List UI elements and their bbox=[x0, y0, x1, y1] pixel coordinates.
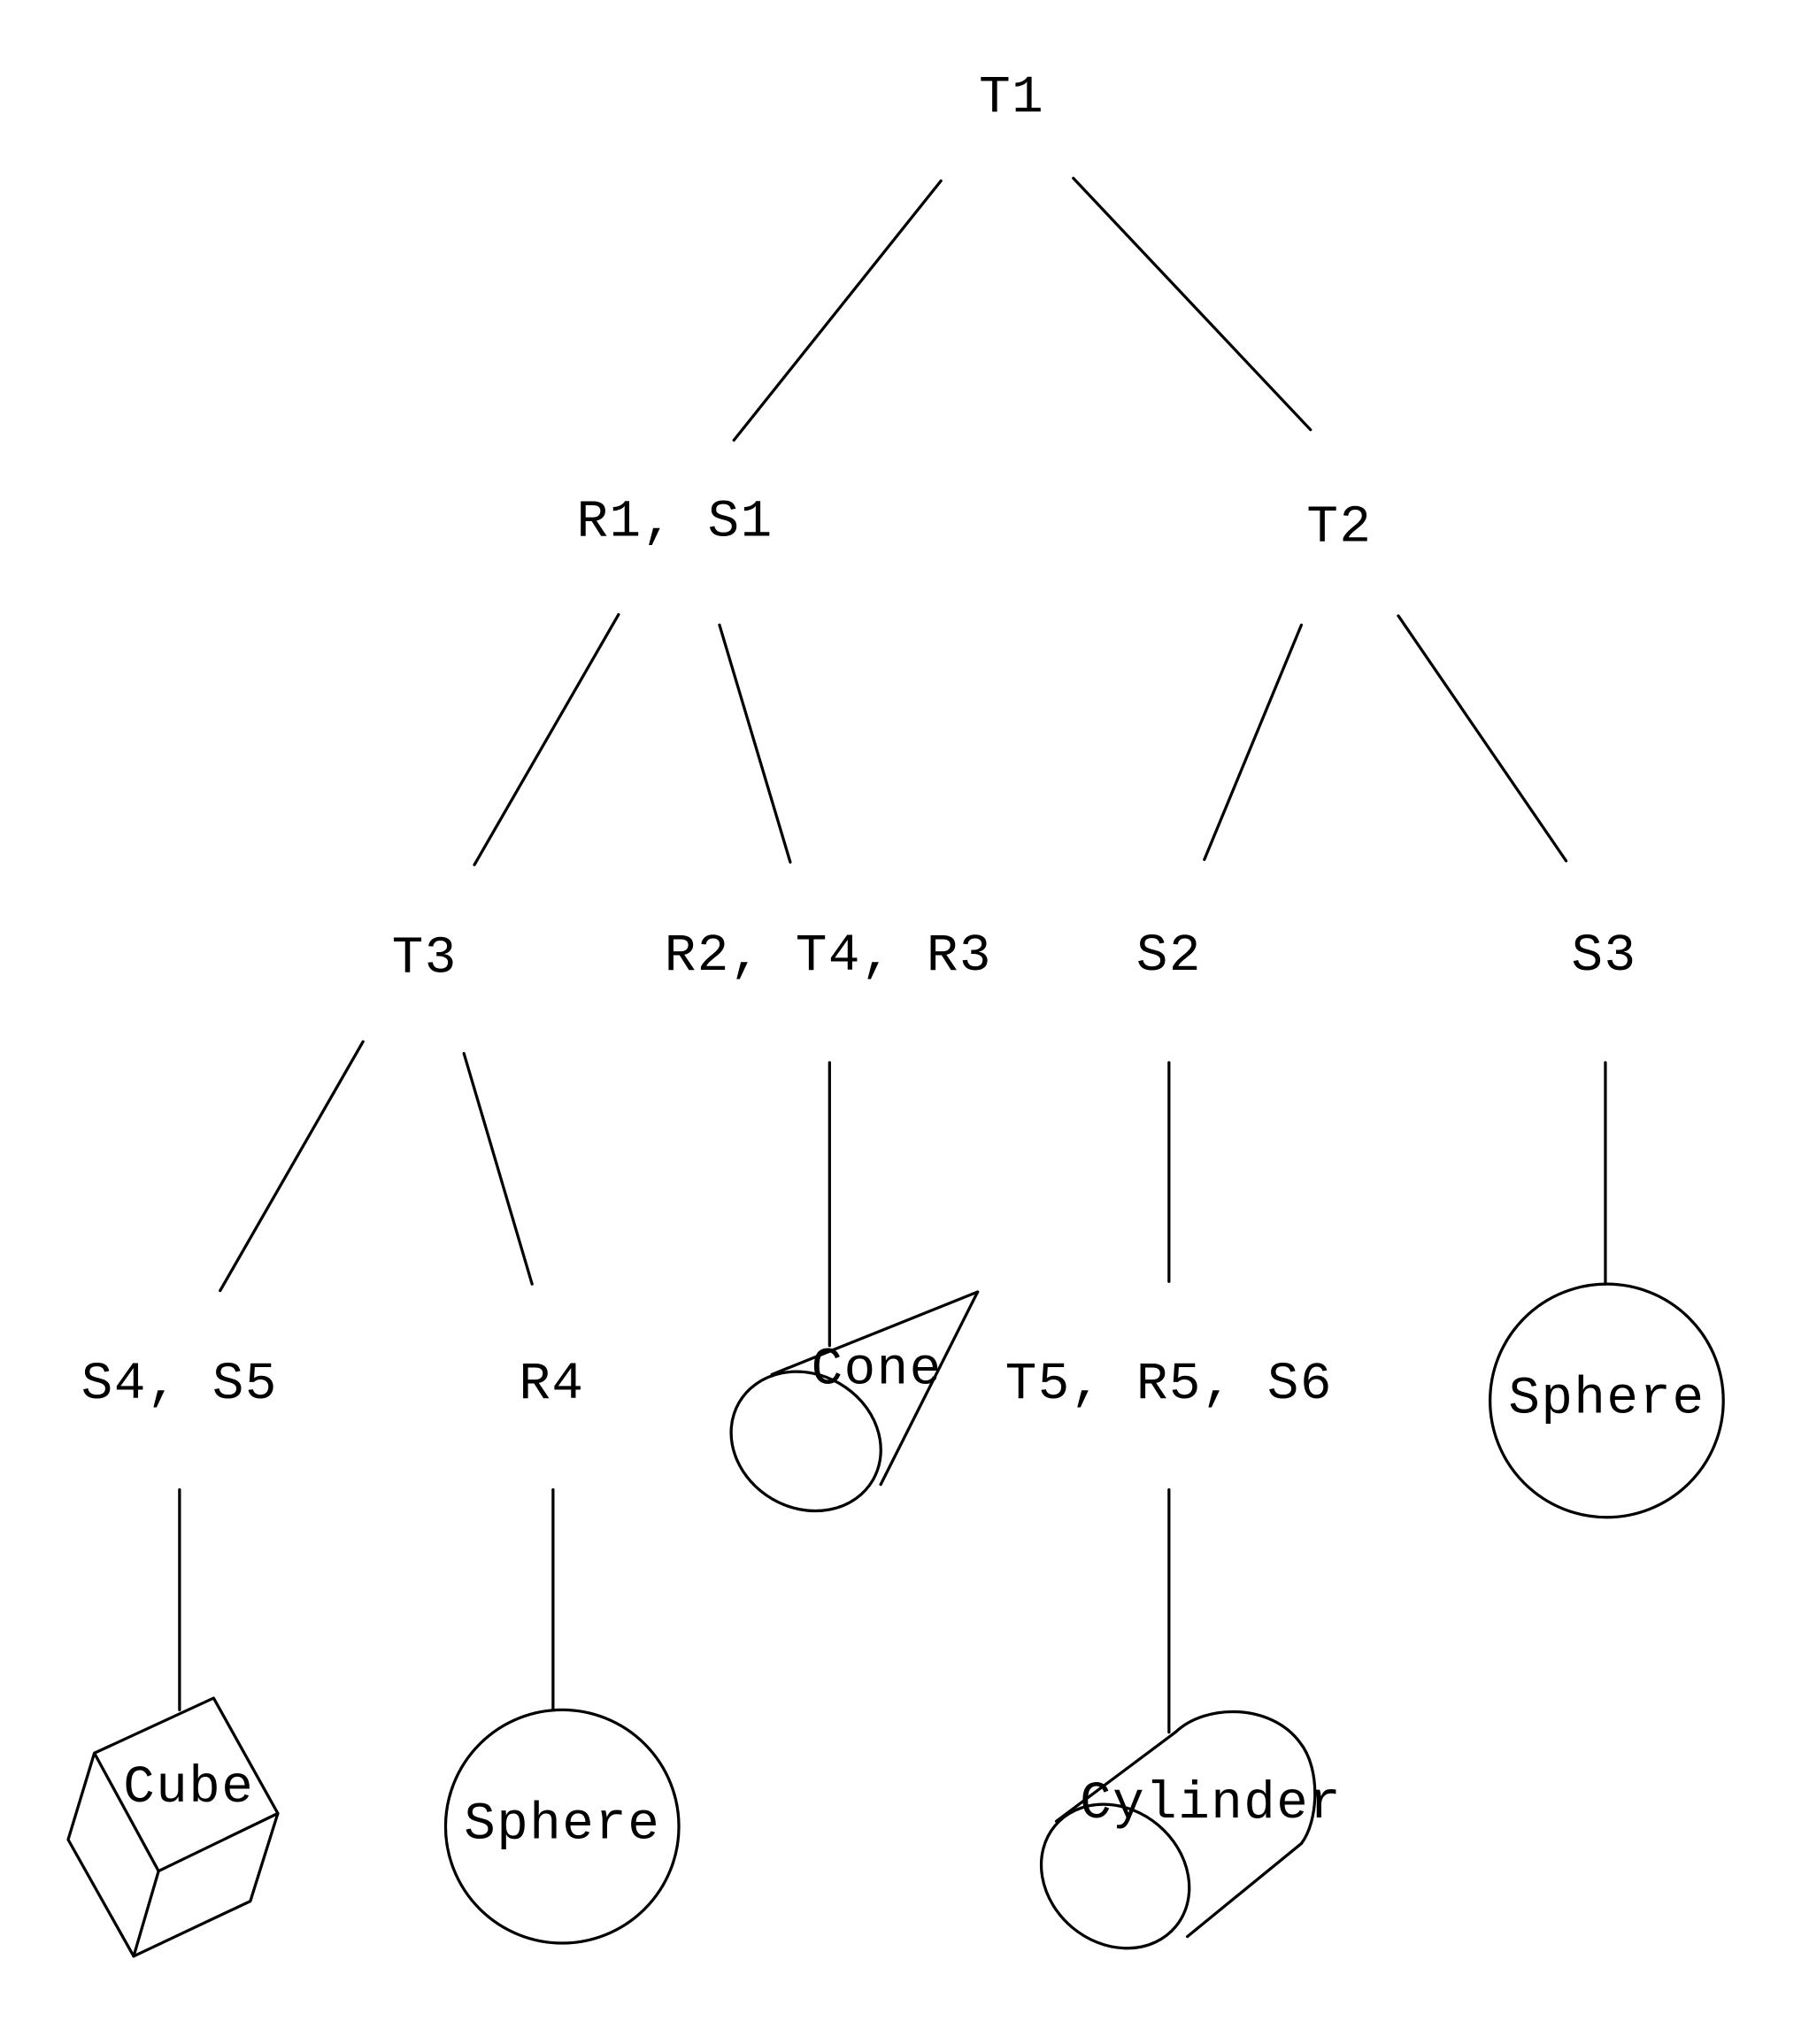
cone-base bbox=[729, 1370, 882, 1513]
cylinder-side-top bbox=[1054, 1730, 1177, 1823]
sphere-shape-r4: Sphere bbox=[443, 1708, 681, 1945]
sphere-shape-s3: Sphere bbox=[1489, 1282, 1725, 1519]
node-s3: S3 bbox=[1571, 926, 1636, 986]
node-r1-s1: R1, S1 bbox=[577, 493, 774, 552]
edge-t1-r1s1 bbox=[732, 179, 943, 442]
cube-shape: Cube bbox=[66, 1696, 280, 1958]
node-r4: R4 bbox=[519, 1355, 584, 1414]
nodes: T1 R1, S1 T2 T3 R2, T4, R3 S2 S3 S4, S5 … bbox=[81, 68, 1636, 1414]
cone-side-upper bbox=[770, 1290, 980, 1376]
edges bbox=[178, 176, 1607, 1734]
cone-shape: Cone bbox=[729, 1290, 980, 1513]
node-s4-s5: S4, S5 bbox=[81, 1355, 278, 1414]
node-s2: S2 bbox=[1136, 926, 1202, 986]
cube-front-edge bbox=[132, 1869, 160, 1958]
sphere-label-r4: Sphere bbox=[464, 1795, 660, 1855]
cube-label: Cube bbox=[123, 1758, 254, 1817]
node-t3: T3 bbox=[392, 929, 458, 988]
cone-side-lower bbox=[879, 1290, 980, 1487]
node-t5-r5-s6: T5, R5, S6 bbox=[1005, 1355, 1333, 1414]
cylinder-front-end bbox=[1039, 1802, 1191, 1950]
edge-t3-r4 bbox=[462, 1051, 534, 1286]
cone-label: Cone bbox=[812, 1341, 943, 1400]
sphere-outline bbox=[443, 1708, 681, 1945]
cylinder-side-bottom bbox=[1185, 1841, 1304, 1939]
cylinder-back-end bbox=[1174, 1710, 1317, 1846]
sphere-label-s3: Sphere bbox=[1508, 1369, 1705, 1428]
cylinder-shape: Cylinder bbox=[1039, 1710, 1342, 1950]
node-t1: T1 bbox=[979, 68, 1044, 127]
edge-t1-t2 bbox=[1072, 176, 1312, 432]
edge-t2-s2 bbox=[1203, 623, 1304, 862]
edge-r1s1-r2t4r3 bbox=[718, 623, 792, 864]
edge-t3-s4s5 bbox=[219, 1040, 365, 1293]
node-r2-t4-r3: R2, T4, R3 bbox=[665, 926, 992, 986]
edge-r1s1-t3 bbox=[473, 612, 620, 866]
node-t2: T2 bbox=[1306, 498, 1372, 557]
sphere-outline bbox=[1489, 1282, 1725, 1519]
edge-t2-s3 bbox=[1397, 614, 1568, 863]
cylinder-label: Cylinder bbox=[1080, 1774, 1342, 1833]
